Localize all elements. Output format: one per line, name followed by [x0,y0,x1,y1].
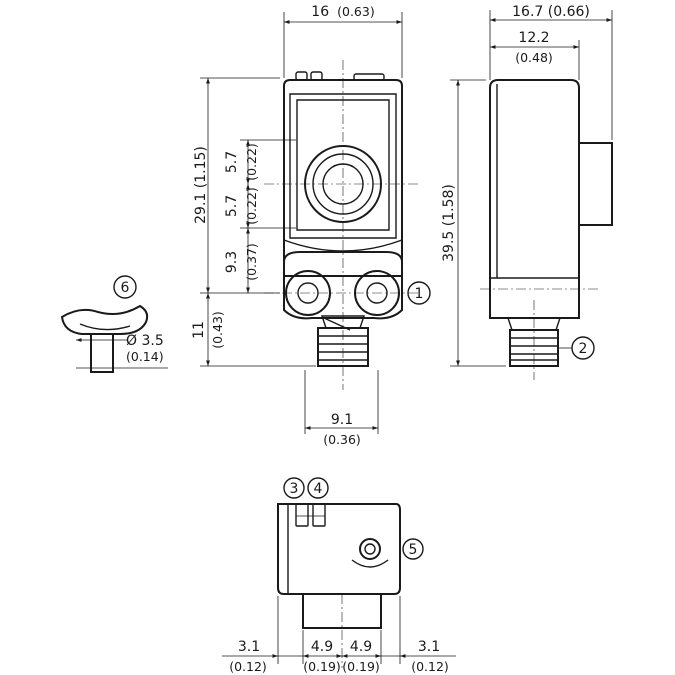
bottom-right-half-label: 4.9 [350,639,372,655]
bottom-right-offset-in-label: (0.12) [411,659,449,674]
callout-4: 4 [314,481,323,497]
bottom-left-offset-label: 3.1 [238,639,260,655]
optic-down-label: 5.7 [224,195,240,217]
bottom-left-half-in-label: (0.19) [303,659,341,674]
side-inner-depth-in-label: (0.48) [515,50,553,65]
side-view: 16.7 (0.66) 12.2 (0.48) 39.5 (1.58) 2 [441,4,613,380]
front-height-label: 29.1 (1.15) [193,146,209,224]
front-view: 16 (0.63) [191,3,431,447]
optic-up-label: 5.7 [224,151,240,173]
lower-in-label: (0.37) [244,243,259,281]
bottom-left-offset-in-label: (0.12) [229,659,267,674]
callout-5: 5 [409,542,418,558]
lower-label: 9.3 [224,251,240,273]
connector-height-label: 11 [191,321,207,339]
callout-2: 2 [579,341,588,357]
bottom-right-offset-label: 3.1 [418,639,440,655]
connector-height-in-label: (0.43) [210,311,225,349]
detail-diameter-in-label: (0.14) [126,349,164,364]
connector-width-label: 9.1 [331,412,353,428]
side-depth-label: 16.7 (0.66) [512,4,590,20]
side-height-label: 39.5 (1.58) [441,184,457,262]
detail-diameter-label: Ø 3.5 [126,333,164,349]
bottom-right-half-in-label: (0.19) [342,659,380,674]
bottom-left-half-label: 4.9 [311,639,333,655]
callout-1: 1 [415,286,424,302]
connector-width-in-label: (0.36) [323,432,361,447]
callout-6: 6 [121,280,130,296]
front-width-label: 16 (0.63) [311,3,374,20]
bottom-view: 3 4 5 3.1 (0.12) 4.9 (0.19) 4.9 (0.19) 3… [222,477,456,674]
callout-3: 3 [290,481,299,497]
optic-up-in-label: (0.22) [244,143,259,181]
optic-down-in-label: (0.22) [244,187,259,225]
side-inner-depth-label: 12.2 [518,30,549,46]
detail-view: 6 Ø 3.5 (0.14) [60,275,168,373]
